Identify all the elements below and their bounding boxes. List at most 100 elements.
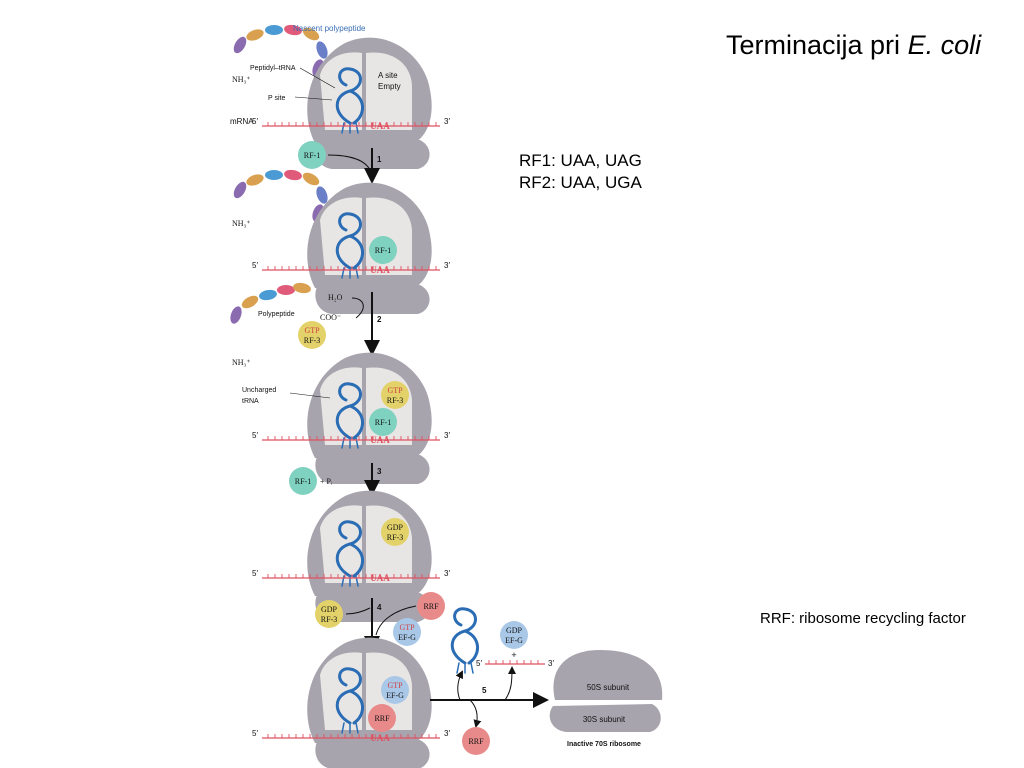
release-factor-notes: RF1: UAA, UAG RF2: UAA, UGA <box>519 150 642 194</box>
amino-acid-bead <box>316 41 328 59</box>
three-prime-label: 3′ <box>444 569 450 578</box>
ribosome-3 <box>307 352 432 484</box>
factor-disc <box>381 381 409 409</box>
rrf-release-arrow <box>469 699 482 728</box>
p-site-pocket <box>320 652 362 730</box>
factor-label: RF-1 <box>304 151 320 160</box>
ribosome-5 <box>307 637 432 768</box>
nucleotide-label: GDP <box>506 626 523 635</box>
plus-pi-label: + Pᵢ <box>320 477 333 486</box>
uncharged-trna-5 <box>335 667 364 734</box>
three-prime-label: 3′ <box>444 729 450 738</box>
factor-disc <box>417 592 445 620</box>
stop-codon-label: UAA <box>370 265 390 275</box>
ribosome-1 <box>307 37 432 169</box>
mrna-label: mRNA <box>230 117 254 126</box>
peptidyl-trna-2 <box>335 212 364 279</box>
step-5-number: 5 <box>482 686 487 695</box>
p-site-label: P site <box>268 95 285 102</box>
nucleotide-label: GDP <box>387 523 404 532</box>
amino-acid-bead <box>233 181 247 199</box>
factor-disc <box>393 618 421 646</box>
mrna-strand: 5′3′UAA <box>252 431 450 445</box>
subunit-30s-label: 30S subunit <box>583 715 626 724</box>
three-prime-label: 3′ <box>444 431 450 440</box>
amino-acid-bead <box>259 289 277 301</box>
rrf-incoming: RRF <box>417 592 445 620</box>
factor-label: RF-3 <box>387 396 403 405</box>
a-site-empty-label: Empty <box>378 82 401 91</box>
three-prime-label: 3′ <box>444 261 450 270</box>
factor-label: RRF <box>423 602 439 611</box>
five-prime-label: 5′ <box>252 261 258 270</box>
peptidyl-trna-label: Peptidyl–tRNA <box>250 65 296 72</box>
trna-body <box>335 667 364 725</box>
five-prime-label: 5′ <box>252 431 258 440</box>
trna-body <box>335 212 364 270</box>
amino-acid-bead <box>246 29 264 41</box>
title-italic: E. coli <box>907 30 982 60</box>
nucleotide-label: GTP <box>387 386 403 395</box>
peptidyl-trna-1 <box>335 67 364 134</box>
step-2-number: 2 <box>377 315 382 324</box>
step-4-number: 4 <box>377 603 382 612</box>
stop-codon-label: UAA <box>370 573 390 583</box>
p-site-pointer <box>294 96 333 101</box>
small-subunit <box>315 740 430 768</box>
mrna-strand: 5′3′UAA <box>252 569 450 583</box>
rrf-note: RRF: ribosome recycling factor <box>760 610 966 627</box>
amino-acid-bead <box>316 186 328 204</box>
amino-acid-bead <box>284 169 302 181</box>
factor-disc <box>369 236 397 264</box>
p-site-pocket <box>320 197 362 275</box>
factor-label: RF-1 <box>295 477 311 486</box>
nascent-polypeptide-label: Nascent polypeptide <box>293 24 366 33</box>
polypeptide-label: Polypeptide <box>258 311 295 318</box>
free-mrna-five-prime: 5′ <box>476 659 482 668</box>
a-site-label: A site <box>378 71 398 80</box>
factor-label: EF-G <box>398 633 416 642</box>
released-polypeptide <box>230 282 311 324</box>
amino-acid-bead <box>293 282 311 294</box>
three-prime-label: 3′ <box>444 117 450 126</box>
title-main: Terminacija pri <box>726 30 908 60</box>
uncharged-trna-3 <box>335 382 364 449</box>
amino-acid-bead <box>302 172 320 186</box>
factor-disc <box>500 621 528 649</box>
amino-acid-bead <box>230 306 242 324</box>
factor-label: EF-G <box>505 636 523 645</box>
mrna-strand: 5′3′UAA <box>252 729 450 743</box>
factor-disc <box>298 321 326 349</box>
amino-acid-bead <box>233 36 247 54</box>
rrf-bound: RRF <box>368 704 396 732</box>
factor-disc <box>381 518 409 546</box>
nucleotide-label: GTP <box>304 326 320 335</box>
stop-codon-label: UAA <box>370 733 390 743</box>
trna-body <box>335 520 364 578</box>
subunit-50s-label: 50S subunit <box>587 683 630 692</box>
factor-disc <box>369 408 397 436</box>
rrf-binding-arrow <box>375 605 417 636</box>
mrna-strand: 5′ 3′ UAA <box>252 261 450 275</box>
rrf-released: RRF <box>462 727 490 755</box>
coo-label: COO⁻ <box>320 313 341 322</box>
subunit-50s <box>553 650 663 700</box>
free-mrna-three-prime: 3′ <box>548 659 554 668</box>
amino-acid-bead <box>277 285 295 295</box>
amino-acid-bead <box>265 25 283 35</box>
anticodon <box>341 122 359 134</box>
factor-disc <box>381 676 409 704</box>
rf1-factor-incoming: RF-1 <box>298 141 326 169</box>
hydrolysis-arrow <box>351 297 364 319</box>
slide-title: Terminacija pri E. coli <box>726 30 981 61</box>
h2o-label: H₂O <box>328 293 343 302</box>
peptidyl-trna-pointer <box>299 67 336 89</box>
uncharged-trna-label-2: tRNA <box>242 398 259 405</box>
amino-acid-bead <box>302 27 320 41</box>
